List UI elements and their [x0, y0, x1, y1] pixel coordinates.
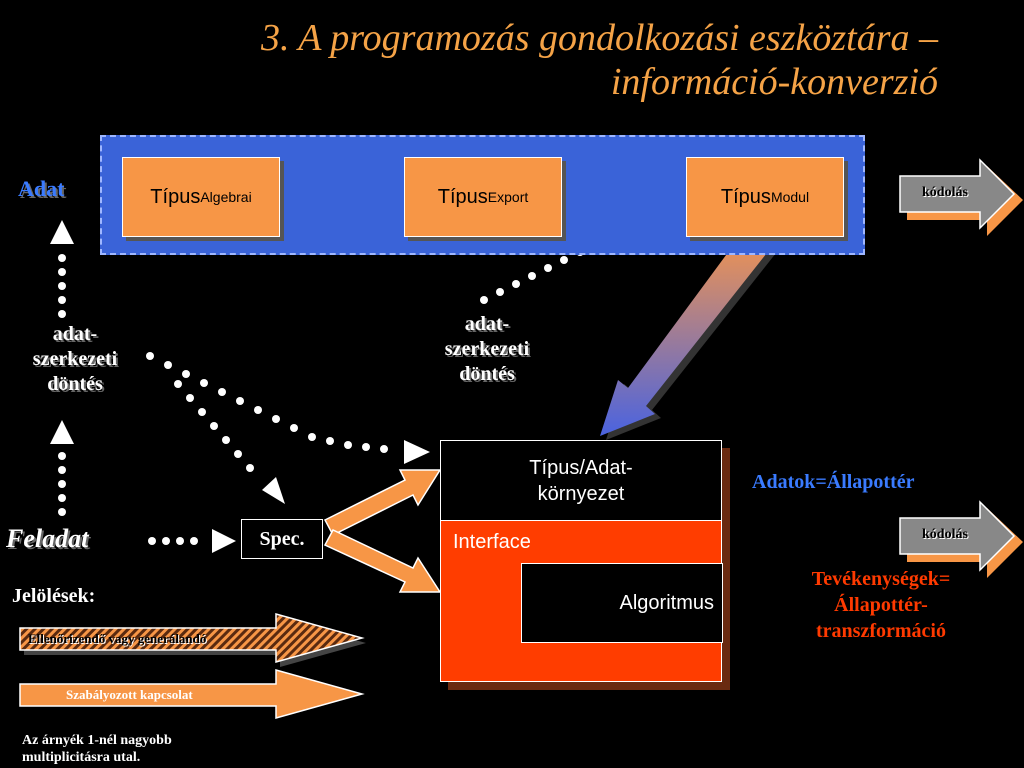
type-export-label: Típus	[437, 185, 488, 208]
kodolas-arrow-mid	[899, 500, 1023, 578]
adat-label: Adat	[18, 176, 65, 201]
type-modul-sub: Modul	[770, 189, 810, 205]
center-decision-line-2: szerkezeti	[444, 338, 530, 360]
spec-arrow-up	[323, 469, 442, 536]
environment-top-line-1: Típus/Adat-	[529, 456, 633, 479]
arrowhead-up-decision	[50, 420, 74, 444]
feladat-spec-dotted	[148, 529, 236, 553]
interface-label[interactable]: Interface	[453, 531, 531, 553]
legend-hatched-arrow	[19, 613, 366, 667]
center-decision-line-3: döntés	[459, 363, 515, 385]
kodolas-top-label: kódolás	[922, 185, 968, 200]
type-modul-label: Típus	[720, 185, 771, 208]
environment-box: Típus/Adat- környezet Interface Algoritm…	[440, 440, 723, 682]
gradient-arrow-modul-environment	[600, 228, 780, 440]
title-line-2: információ-konverzió	[610, 61, 938, 103]
adatok-label: Adatok=Állapottér	[752, 471, 915, 493]
tevekenysegek-line-3: transzformáció	[816, 620, 946, 642]
left-decision-label: adat- szerkezeti döntés	[8, 322, 142, 397]
center-decision-line-1: adat-	[464, 313, 510, 335]
legend-note-line-1: Az árnyék 1-nél nagyobb	[22, 733, 172, 748]
type-algebrai-sub: Algebrai	[200, 189, 252, 205]
decision-dotted-lines	[146, 352, 430, 504]
left-decision-line-1: adat-	[52, 323, 98, 345]
tevekenysegek-line-1: Tevékenységek=	[811, 568, 951, 590]
tevekenysegek-label: Tevékenységek= Állapottér- transzformáci…	[762, 566, 1000, 644]
spec-arrow-down	[323, 529, 442, 593]
left-decision-line-3: döntés	[47, 373, 103, 395]
title-line-1: 3. A programozás gondolkozási eszköztára…	[260, 17, 938, 59]
environment-top[interactable]: Típus/Adat- környezet	[441, 441, 721, 521]
type-algebrai-label: Típus	[150, 185, 201, 208]
tevekenysegek-line-2: Állapottér-	[834, 594, 928, 616]
spec-box[interactable]: Spec.	[241, 519, 323, 559]
left-decision-line-2: szerkezeti	[32, 348, 118, 370]
algoritmus-box[interactable]: Algoritmus	[521, 563, 723, 643]
left-dotted-connector	[50, 220, 74, 516]
environment-top-line-2: környezet	[537, 482, 625, 505]
legend-hatched-label: Ellenőrizendő vagy generálandó	[28, 631, 207, 646]
center-decision-label: adat- szerkezeti döntés	[414, 312, 560, 387]
feladat-label: Feladat	[6, 524, 89, 553]
legend-note: Az árnyék 1-nél nagyobb multiplicitásra …	[22, 732, 172, 766]
kodolas-mid-label: kódolás	[922, 527, 968, 542]
legend-solid-label: Szabályozott kapcsolat	[66, 687, 193, 702]
legend-note-line-2: multiplicitásra utal.	[22, 750, 141, 765]
arrowhead-up-adat	[50, 220, 74, 244]
legend-heading: Jelölések:	[12, 585, 96, 607]
legend-solid-arrow	[19, 669, 365, 719]
page-title: 3. A programozás gondolkozási eszköztára…	[261, 16, 938, 104]
kodolas-arrow-top	[899, 158, 1023, 236]
type-export-sub: Export	[487, 189, 529, 205]
